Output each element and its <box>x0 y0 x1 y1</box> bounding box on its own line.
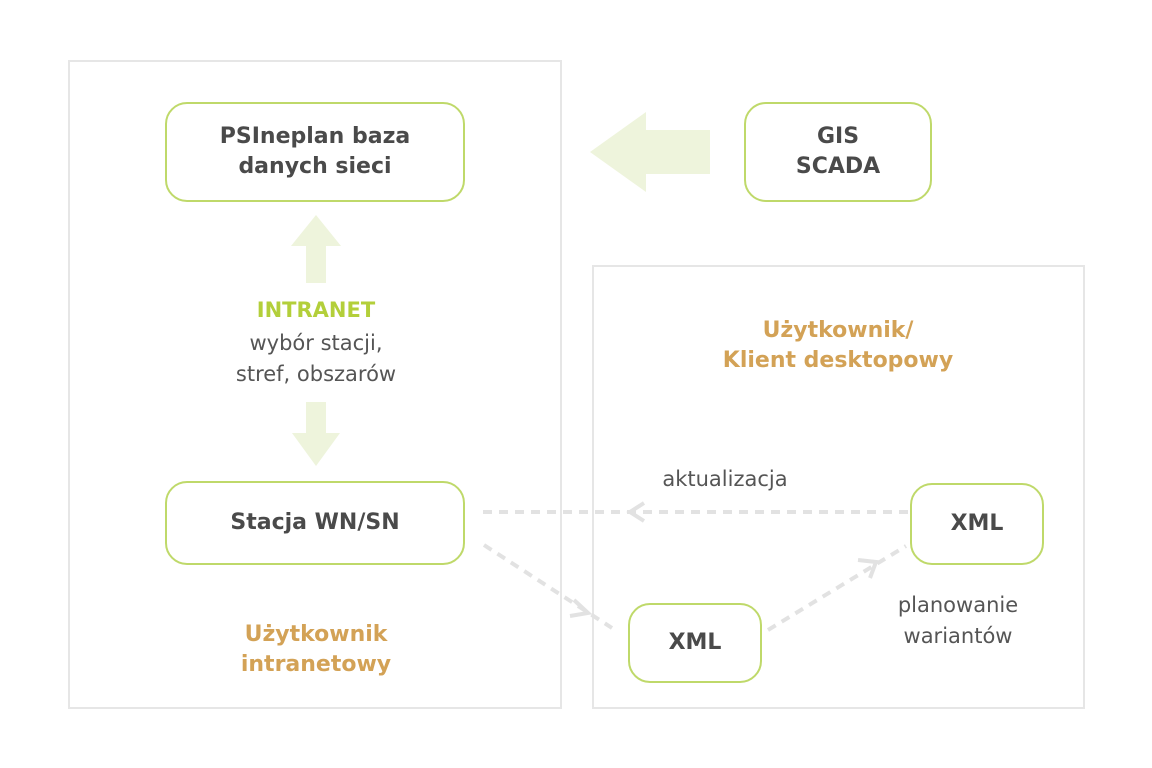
intranet-down-arrow <box>292 402 340 466</box>
planning-dashed-line <box>766 544 908 632</box>
intranet-title: INTRANET <box>256 298 376 322</box>
station-node: Stacja WN/SN <box>165 481 465 565</box>
planning-arrowhead <box>857 558 879 579</box>
database-node: PSIneplan baza danych sieci <box>165 102 465 202</box>
planning-label: planowanie wariantów <box>897 593 1019 648</box>
intranet-user-label: Użytkownik intranetowy <box>240 622 392 677</box>
station-to-xml-arrowhead <box>569 598 593 618</box>
intranet-description: wybór stacji, stref, obszarów <box>235 331 397 386</box>
intranet-up-arrow <box>291 215 341 283</box>
xml-right-node: XML <box>910 483 1044 565</box>
desktop-user-label: Użytkownik/ Klient desktopowy <box>722 318 954 373</box>
update-label: aktualizacja <box>662 467 788 491</box>
update-arrowhead <box>626 501 646 523</box>
station-to-xml-dashed-line <box>482 543 614 630</box>
gis-scada-node: GIS SCADA <box>744 102 932 202</box>
xml-bottom-node: XML <box>628 603 762 683</box>
gis-to-database-arrow <box>590 112 710 192</box>
